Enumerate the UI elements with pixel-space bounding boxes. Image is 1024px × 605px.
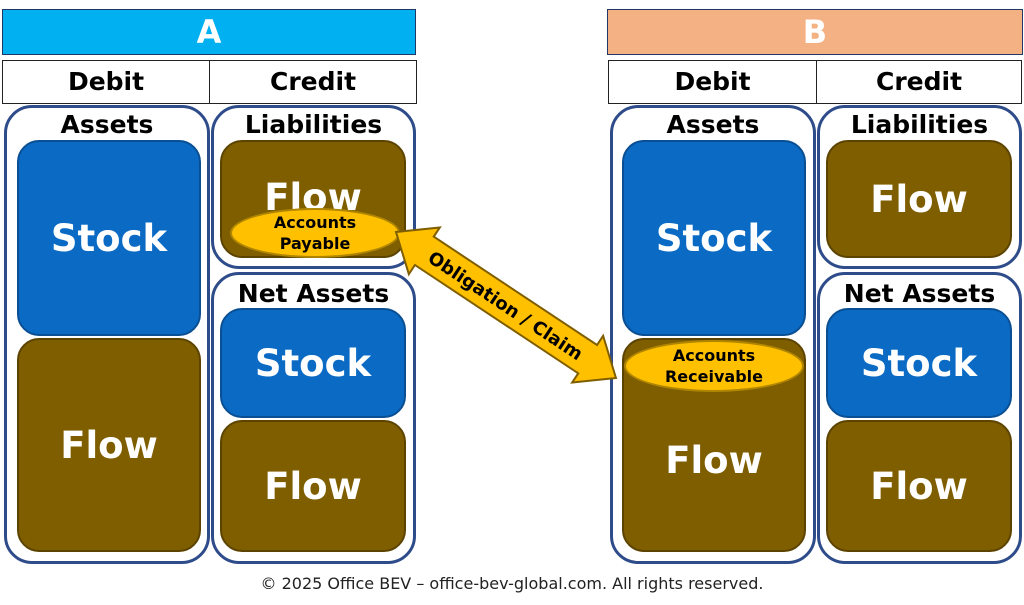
entity-b-net-assets-flow-label: Flow (870, 464, 968, 508)
entity-b-accounts-receivable-oval: Accounts Receivable (624, 340, 804, 392)
entity-a-label: A (196, 13, 222, 51)
entity-a-net-assets-stock-label: Stock (254, 341, 372, 385)
entity-a-net-assets-stock: Stock (220, 308, 406, 418)
obligation-claim-label: Obligation / Claim (424, 247, 586, 365)
entity-b-assets-flow-label: Flow (665, 438, 763, 482)
entity-b-credit-header: Credit (816, 60, 1022, 104)
entity-b-assets-title: Assets (666, 110, 760, 139)
entity-a-debit-header: Debit (2, 60, 210, 104)
entity-a-net-assets-flow: Flow (220, 420, 406, 552)
entity-b-debit-label: Debit (674, 67, 751, 96)
entity-b-net-assets-stock: Stock (826, 308, 1012, 418)
entity-a-debit-label: Debit (67, 67, 145, 96)
entity-b-liabilities-flow: Flow (826, 140, 1012, 258)
entity-b-assets-stock: Stock (622, 140, 806, 336)
entity-b-debit-header: Debit (608, 60, 817, 104)
entity-a-assets-stock: Stock (17, 140, 201, 336)
entity-b-net-assets-flow: Flow (826, 420, 1012, 552)
entity-a-credit-label: Credit (269, 67, 357, 96)
accounts-receivable-line1: Accounts (672, 346, 756, 365)
entity-a-net-assets-title: Net Assets (237, 279, 390, 308)
entity-b-label: B (802, 13, 828, 51)
entity-a-assets-flow-label: Flow (60, 423, 158, 467)
entity-b-assets-stock-label: Stock (655, 216, 773, 260)
entity-a-assets-flow: Flow (17, 338, 201, 552)
entity-b-liabilities-flow-label: Flow (870, 177, 968, 221)
double-arrow-icon (394, 226, 618, 384)
accounts-receivable-line2: Receivable (664, 367, 763, 386)
entity-a-credit-header: Credit (209, 60, 417, 104)
entity-a-banner: A (2, 9, 416, 55)
entity-a-accounts-payable-oval: Accounts Payable (230, 208, 400, 258)
entity-a-assets-stock-label: Stock (50, 216, 168, 260)
entity-a-net-assets-flow-label: Flow (264, 464, 362, 508)
entity-b-banner: B (607, 9, 1023, 55)
entity-b-net-assets-title: Net Assets (843, 279, 996, 308)
entity-b-liabilities-title: Liabilities (850, 110, 989, 139)
entity-b-net-assets-stock-label: Stock (860, 341, 978, 385)
accounts-payable-line2: Payable (279, 234, 351, 253)
entity-b-credit-label: Credit (875, 67, 963, 96)
accounts-payable-line1: Accounts (273, 213, 357, 232)
copyright-footer: © 2025 Office BEV – office-bev-global.co… (260, 574, 764, 593)
entity-a-liabilities-title: Liabilities (244, 110, 383, 139)
entity-a-assets-title: Assets (60, 110, 154, 139)
